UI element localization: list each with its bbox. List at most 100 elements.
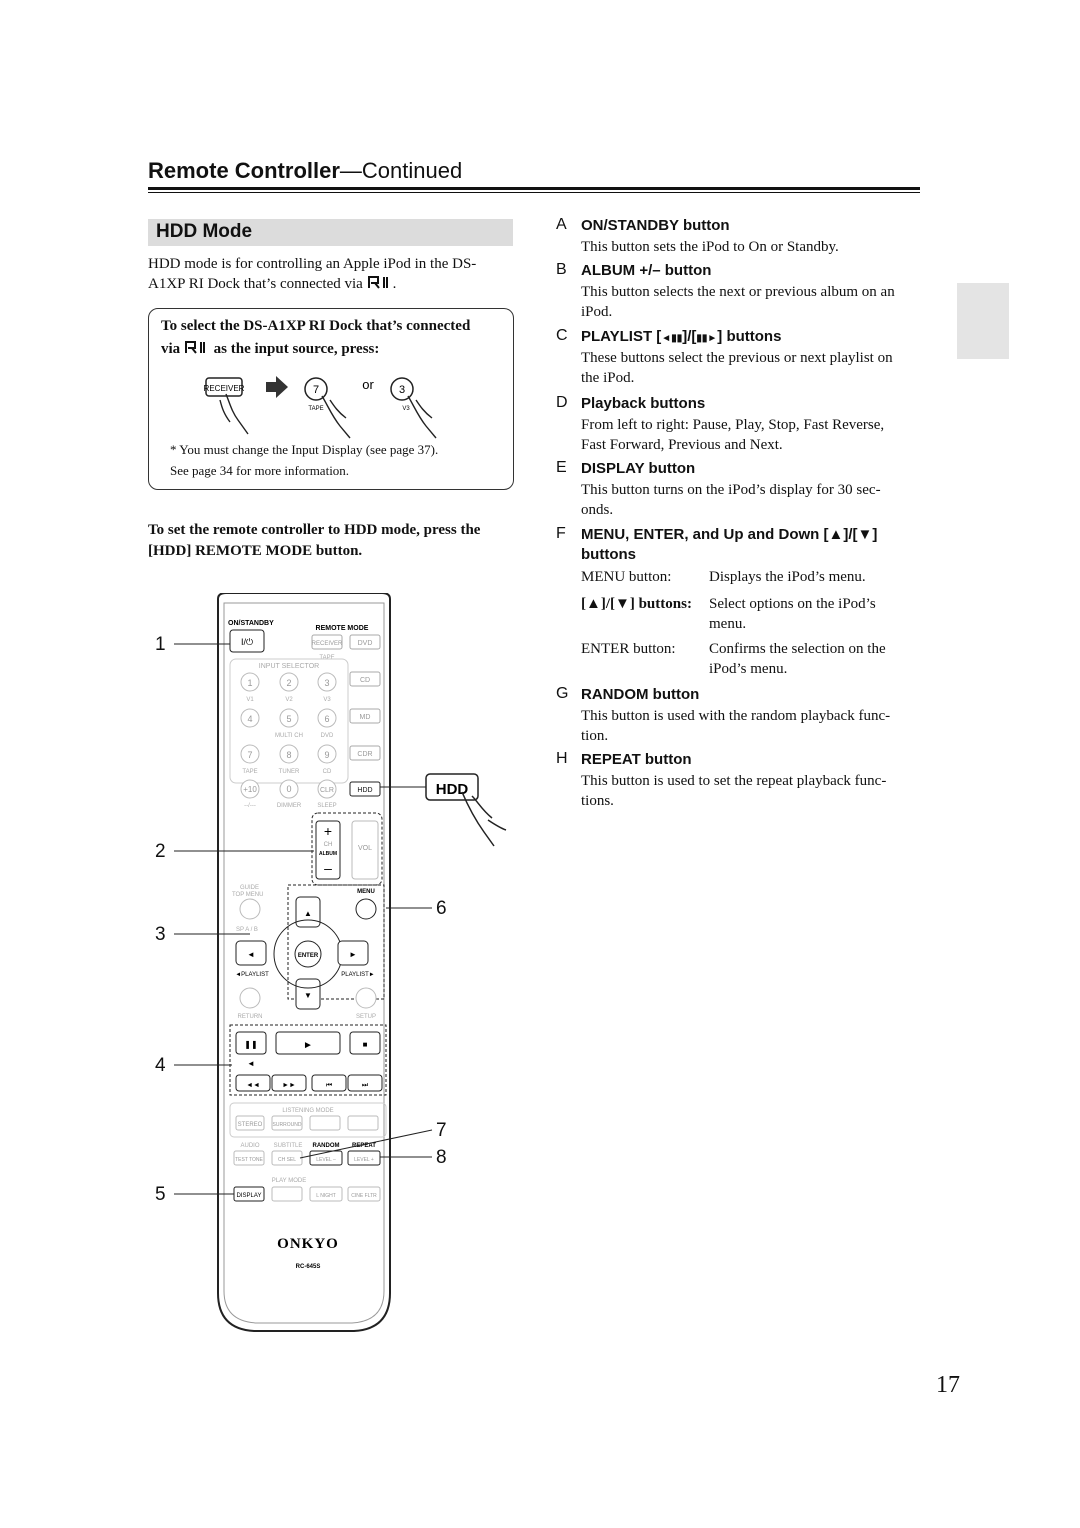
svg-text:--/---: --/---: [244, 803, 256, 809]
svg-text:DVD: DVD: [358, 640, 373, 647]
svg-text:◄◄: ◄◄: [246, 1082, 260, 1089]
item-b-desc-1: This button selects the next or previous…: [581, 284, 895, 300]
item-e-letter: E: [556, 459, 567, 476]
intro-line-1: HDD mode is for controlling an Apple iPo…: [148, 256, 477, 272]
item-d-letter: D: [556, 394, 568, 411]
page-header: Remote Controller—Continued: [148, 158, 462, 184]
remote-controller-illustration: ON/STANDBY I/⏻ REMOTE MODE RECEIVER DVD …: [217, 593, 391, 1332]
svg-text:SUBTITLE: SUBTITLE: [274, 1143, 303, 1149]
svg-text:LISTENING MODE: LISTENING MODE: [282, 1108, 333, 1114]
svg-text:◄: ◄: [247, 950, 255, 959]
remote-mode-label: REMOTE MODE: [316, 625, 369, 632]
svg-text:+: +: [324, 823, 332, 839]
svg-text:3: 3: [324, 678, 329, 688]
svg-text:TUNER: TUNER: [279, 769, 300, 775]
svg-text:◄: ◄: [247, 1059, 255, 1068]
svg-text:PLAY MODE: PLAY MODE: [272, 1178, 306, 1184]
svg-text:CLR: CLR: [320, 787, 334, 794]
svg-text:REPEAT: REPEAT: [352, 1143, 376, 1149]
box-heading-2: via as the input source, press:: [161, 341, 380, 357]
svg-text:6: 6: [324, 714, 329, 724]
item-b-title: ALBUM +/– button: [581, 262, 712, 279]
svg-text:GUIDE: GUIDE: [240, 885, 259, 891]
svg-text:V1: V1: [246, 697, 254, 703]
item-d-title: Playback buttons: [581, 395, 706, 412]
item-d-desc-2: Fast Forward, Previous and Next.: [581, 437, 783, 453]
svg-text:2: 2: [286, 678, 291, 688]
callout-4: 4: [155, 1055, 166, 1076]
instruction-line-1: To set the remote controller to HDD mode…: [148, 522, 481, 538]
callout-1: 1: [155, 634, 166, 655]
callout-lines: [174, 643, 433, 1195]
svg-text:MULTI CH: MULTI CH: [275, 733, 303, 739]
svg-text:DVD: DVD: [321, 733, 334, 739]
item-a-desc: This button sets the iPod to On or Stand…: [581, 239, 839, 255]
svg-text:+10: +10: [243, 785, 257, 794]
btn3-label: 3: [399, 384, 405, 396]
ri-logo-icon: [184, 341, 205, 354]
svg-text:MD: MD: [360, 714, 371, 721]
item-f-title: MENU, ENTER, and Up and Down [▲]/[▼]: [581, 526, 878, 543]
item-c-desc-1: These buttons select the previous or nex…: [581, 350, 893, 366]
or-text: or: [362, 377, 374, 392]
item-e-desc-1: This button turns on the iPod’s display …: [581, 482, 881, 498]
item-f-row3-text2: iPod’s menu.: [709, 661, 788, 677]
input-source-box: [148, 308, 514, 490]
item-a-letter: A: [556, 216, 567, 233]
svg-text:TAPE: TAPE: [319, 655, 334, 661]
svg-text:DISPLAY: DISPLAY: [237, 1193, 262, 1199]
item-f-row3-label: ENTER button:: [581, 641, 676, 657]
svg-text:SURROUND: SURROUND: [273, 1122, 302, 1128]
section-title: HDD Mode: [156, 221, 253, 242]
item-f-letter: F: [556, 525, 566, 542]
svg-text:RC-645S: RC-645S: [296, 1264, 321, 1270]
svg-text:ALBUM: ALBUM: [319, 851, 337, 857]
callout-6: 6: [436, 898, 447, 919]
callout-3: 3: [155, 924, 166, 945]
item-h-desc-2: tions.: [581, 793, 614, 809]
svg-text:RETURN: RETURN: [238, 1014, 263, 1020]
svg-text:CD: CD: [360, 677, 370, 684]
callout-8: 8: [436, 1147, 447, 1168]
svg-text:VOL: VOL: [358, 845, 372, 852]
svg-text:TAPE: TAPE: [242, 769, 257, 775]
svg-text:8: 8: [286, 750, 291, 760]
btn3-sub: V3: [402, 406, 410, 412]
svg-text:SETUP: SETUP: [356, 1014, 376, 1020]
hdd-callout-label: HDD: [436, 781, 469, 798]
svg-text:LEVEL +: LEVEL +: [354, 1157, 374, 1163]
item-b-letter: B: [556, 261, 567, 278]
item-f-title-2: buttons: [581, 546, 636, 563]
svg-text:ENTER: ENTER: [298, 953, 319, 959]
svg-text:HDD: HDD: [357, 787, 372, 794]
svg-text:4: 4: [247, 714, 252, 724]
ri-logo-icon: [367, 276, 388, 289]
item-f-row2-label: [▲]/[▼] buttons:: [581, 596, 692, 612]
svg-text:9: 9: [324, 750, 329, 760]
item-f-row1-text: Displays the iPod’s menu.: [709, 569, 866, 585]
item-h-title: REPEAT button: [581, 751, 692, 768]
svg-text:►: ►: [303, 1040, 313, 1051]
svg-text:INPUT SELECTOR: INPUT SELECTOR: [259, 663, 319, 670]
intro-line-2: A1XP RI Dock that’s connected via .: [148, 276, 397, 292]
hdd-press-illustration: HDD: [380, 773, 507, 847]
svg-text:▼: ▼: [304, 991, 312, 1000]
svg-text:►►: ►►: [282, 1082, 296, 1089]
callout-5: 5: [155, 1184, 166, 1205]
playlist-prev-icon: ◄▮▮: [661, 333, 683, 344]
item-c-desc-2: the iPod.: [581, 370, 635, 386]
item-g-desc-1: This button is used with the random play…: [581, 708, 891, 724]
callout-2: 2: [155, 841, 166, 862]
svg-text:7: 7: [247, 750, 252, 760]
svg-text:L NIGHT: L NIGHT: [316, 1193, 336, 1199]
btn7-label: 7: [313, 384, 319, 396]
svg-text:■: ■: [363, 1040, 368, 1049]
svg-text:SP A / B: SP A / B: [236, 927, 258, 933]
item-a-title: ON/STANDBY button: [581, 217, 730, 234]
press-illustration: RECEIVER 7 TAPE or 3 V3: [204, 376, 437, 439]
svg-text:RANDOM: RANDOM: [313, 1143, 340, 1149]
section-title-bar: HDD Mode: [148, 219, 513, 246]
box-note-1: * You must change the Input Display (see…: [170, 442, 439, 457]
page-number: 17: [936, 1372, 960, 1398]
svg-text:TEST TONE: TEST TONE: [235, 1157, 263, 1163]
